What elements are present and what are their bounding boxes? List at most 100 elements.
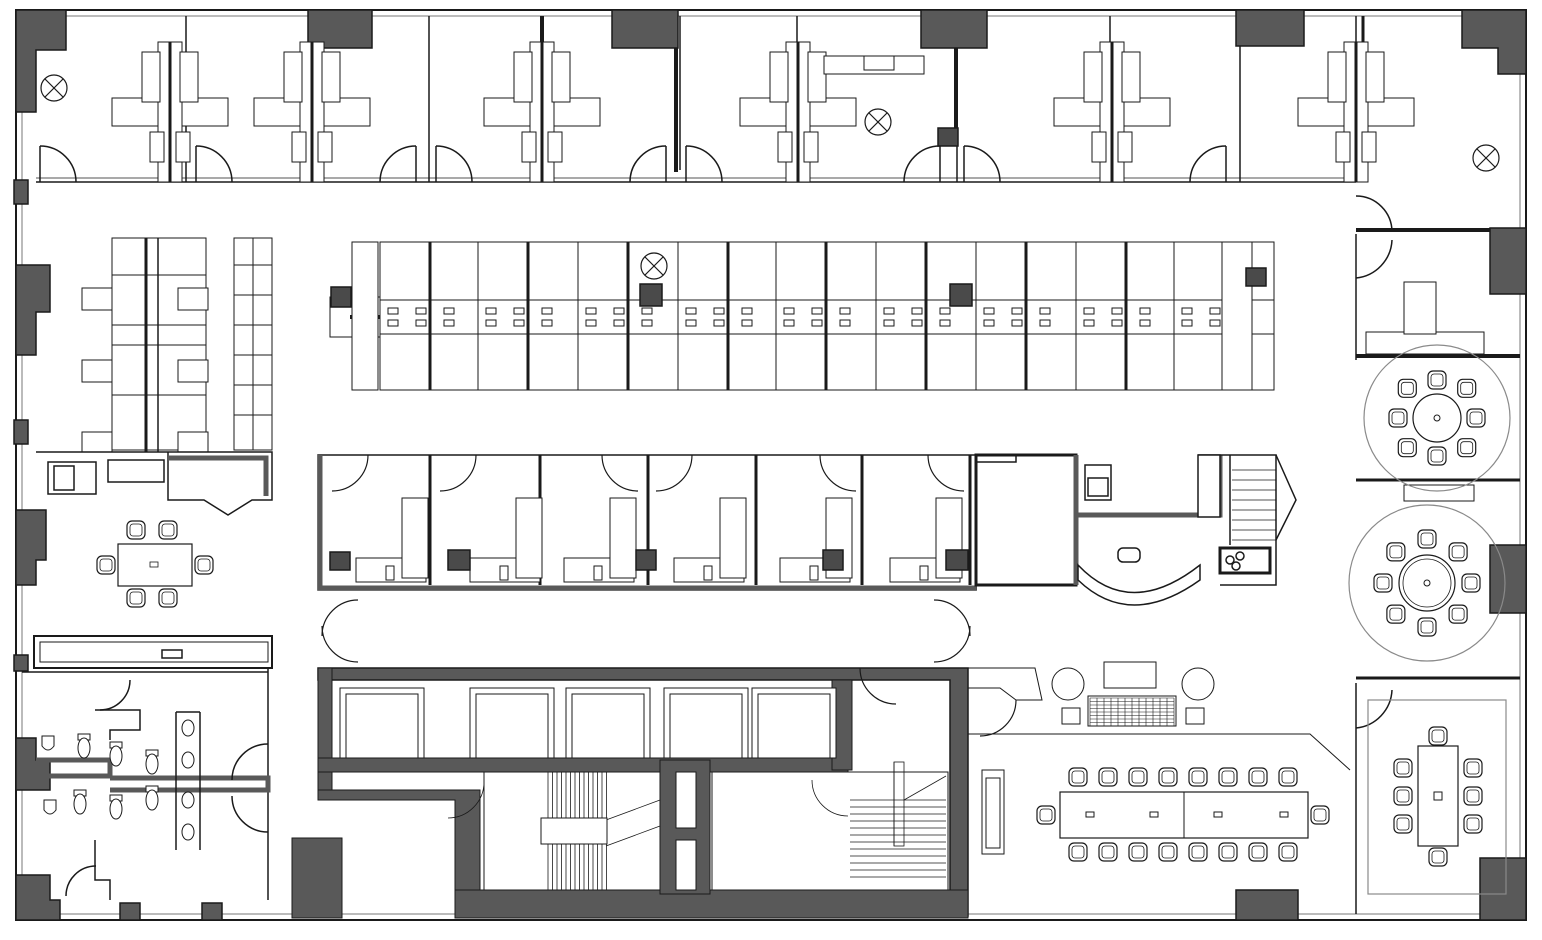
office-chair: [593, 565, 603, 581]
east-rooms: [1355, 228, 1520, 914]
cpu: [513, 319, 525, 327]
cpu: [1209, 307, 1221, 315]
round-table: [1412, 393, 1462, 443]
restroom-fixtures: [41, 719, 195, 841]
workstation-pod: [975, 241, 1027, 391]
toilet-bowl: [109, 745, 123, 767]
credenza-inner: [985, 777, 1001, 849]
cpu: [1039, 319, 1051, 327]
office-desk: [515, 497, 543, 579]
file-cabinet: [1361, 131, 1377, 163]
round-table-chair: [1457, 438, 1477, 458]
office-chair: [385, 565, 395, 581]
rug-outline: [1367, 699, 1507, 895]
data-port: [1433, 791, 1443, 801]
workstation-pod: [1173, 241, 1225, 391]
conference-chair: [1188, 842, 1208, 862]
toilet-bowl: [109, 798, 123, 820]
cpu: [713, 319, 725, 327]
cpu: [513, 307, 525, 315]
elevator-cab: [751, 687, 837, 759]
east-conference-room: [1367, 699, 1507, 895]
stair-rail: [605, 799, 661, 821]
elevator-cab-inner: [757, 693, 831, 759]
file-cabinet: [321, 51, 341, 103]
cpu: [641, 307, 653, 315]
cpu: [1139, 319, 1151, 327]
cpu: [485, 319, 497, 327]
elevator-cab: [339, 687, 425, 759]
conference-chair: [1068, 767, 1088, 787]
file-cabinet: [141, 51, 161, 103]
end-panel: [1221, 241, 1253, 391]
data-port: [1149, 811, 1159, 818]
conference-chair: [1068, 842, 1088, 862]
workstation-pod: [577, 241, 629, 391]
office-desk: [401, 497, 429, 579]
interior-office-furniture: [355, 497, 963, 583]
cpu: [811, 307, 823, 315]
cpu: [685, 307, 697, 315]
conference-room: [981, 767, 1330, 862]
cpu: [1111, 319, 1123, 327]
cpu: [1011, 307, 1023, 315]
conference-chair: [1310, 805, 1330, 825]
cpu: [883, 307, 895, 315]
conference-chair: [1248, 767, 1268, 787]
elevator-cab: [565, 687, 651, 759]
cpu: [1111, 307, 1123, 315]
west-dining-table: [96, 520, 214, 608]
file-cabinet: [1091, 131, 1107, 163]
cpu: [685, 319, 697, 327]
cpu: [387, 319, 399, 327]
file-cabinet: [1335, 131, 1351, 163]
workstation-pod: [477, 241, 529, 391]
conference-chair: [1158, 842, 1178, 862]
cpu: [811, 319, 823, 327]
file-cabinet: [547, 131, 563, 163]
file-cabinet: [769, 51, 789, 103]
conference-chair: [1098, 767, 1118, 787]
stair-rail: [605, 825, 661, 847]
cpu: [415, 307, 427, 315]
file-cabinet: [149, 131, 165, 163]
cpu: [911, 319, 923, 327]
toilet-bowl: [77, 737, 91, 759]
conference-chair: [1128, 842, 1148, 862]
cpu: [485, 307, 497, 315]
workstation-pod: [925, 241, 977, 391]
toilet-bowl: [145, 753, 159, 775]
cpu: [1011, 319, 1023, 327]
north-office-desks: [111, 41, 1415, 183]
cpu: [839, 319, 851, 327]
cpu: [1181, 319, 1193, 327]
perimeter-columns: [13, 9, 1527, 921]
sink: [181, 751, 195, 769]
conference-chair: [1463, 814, 1483, 834]
pantry: [36, 451, 273, 516]
office-chair: [703, 565, 713, 581]
data-port: [1085, 811, 1095, 818]
file-cabinet: [807, 51, 827, 103]
office-desk: [609, 497, 637, 579]
cpu: [783, 307, 795, 315]
cpu: [1083, 319, 1095, 327]
cpu: [1139, 307, 1151, 315]
round-meeting-room-a: [1363, 344, 1511, 492]
cpu: [541, 307, 553, 315]
cpu: [939, 319, 951, 327]
round-table-chair: [1427, 446, 1447, 466]
file-cabinet: [551, 51, 571, 103]
office-chair: [919, 565, 929, 581]
credenza: [981, 769, 1005, 855]
conference-chair: [1036, 805, 1056, 825]
round-table-chair: [1388, 408, 1408, 428]
round-table-chair: [1448, 604, 1468, 624]
conference-chair: [1188, 767, 1208, 787]
file-cabinet: [175, 131, 191, 163]
elevator-cab: [469, 687, 555, 759]
conference-chair: [1278, 767, 1298, 787]
workstation-pod: [1125, 241, 1177, 391]
cpu: [443, 307, 455, 315]
file-cabinet: [1365, 51, 1385, 103]
